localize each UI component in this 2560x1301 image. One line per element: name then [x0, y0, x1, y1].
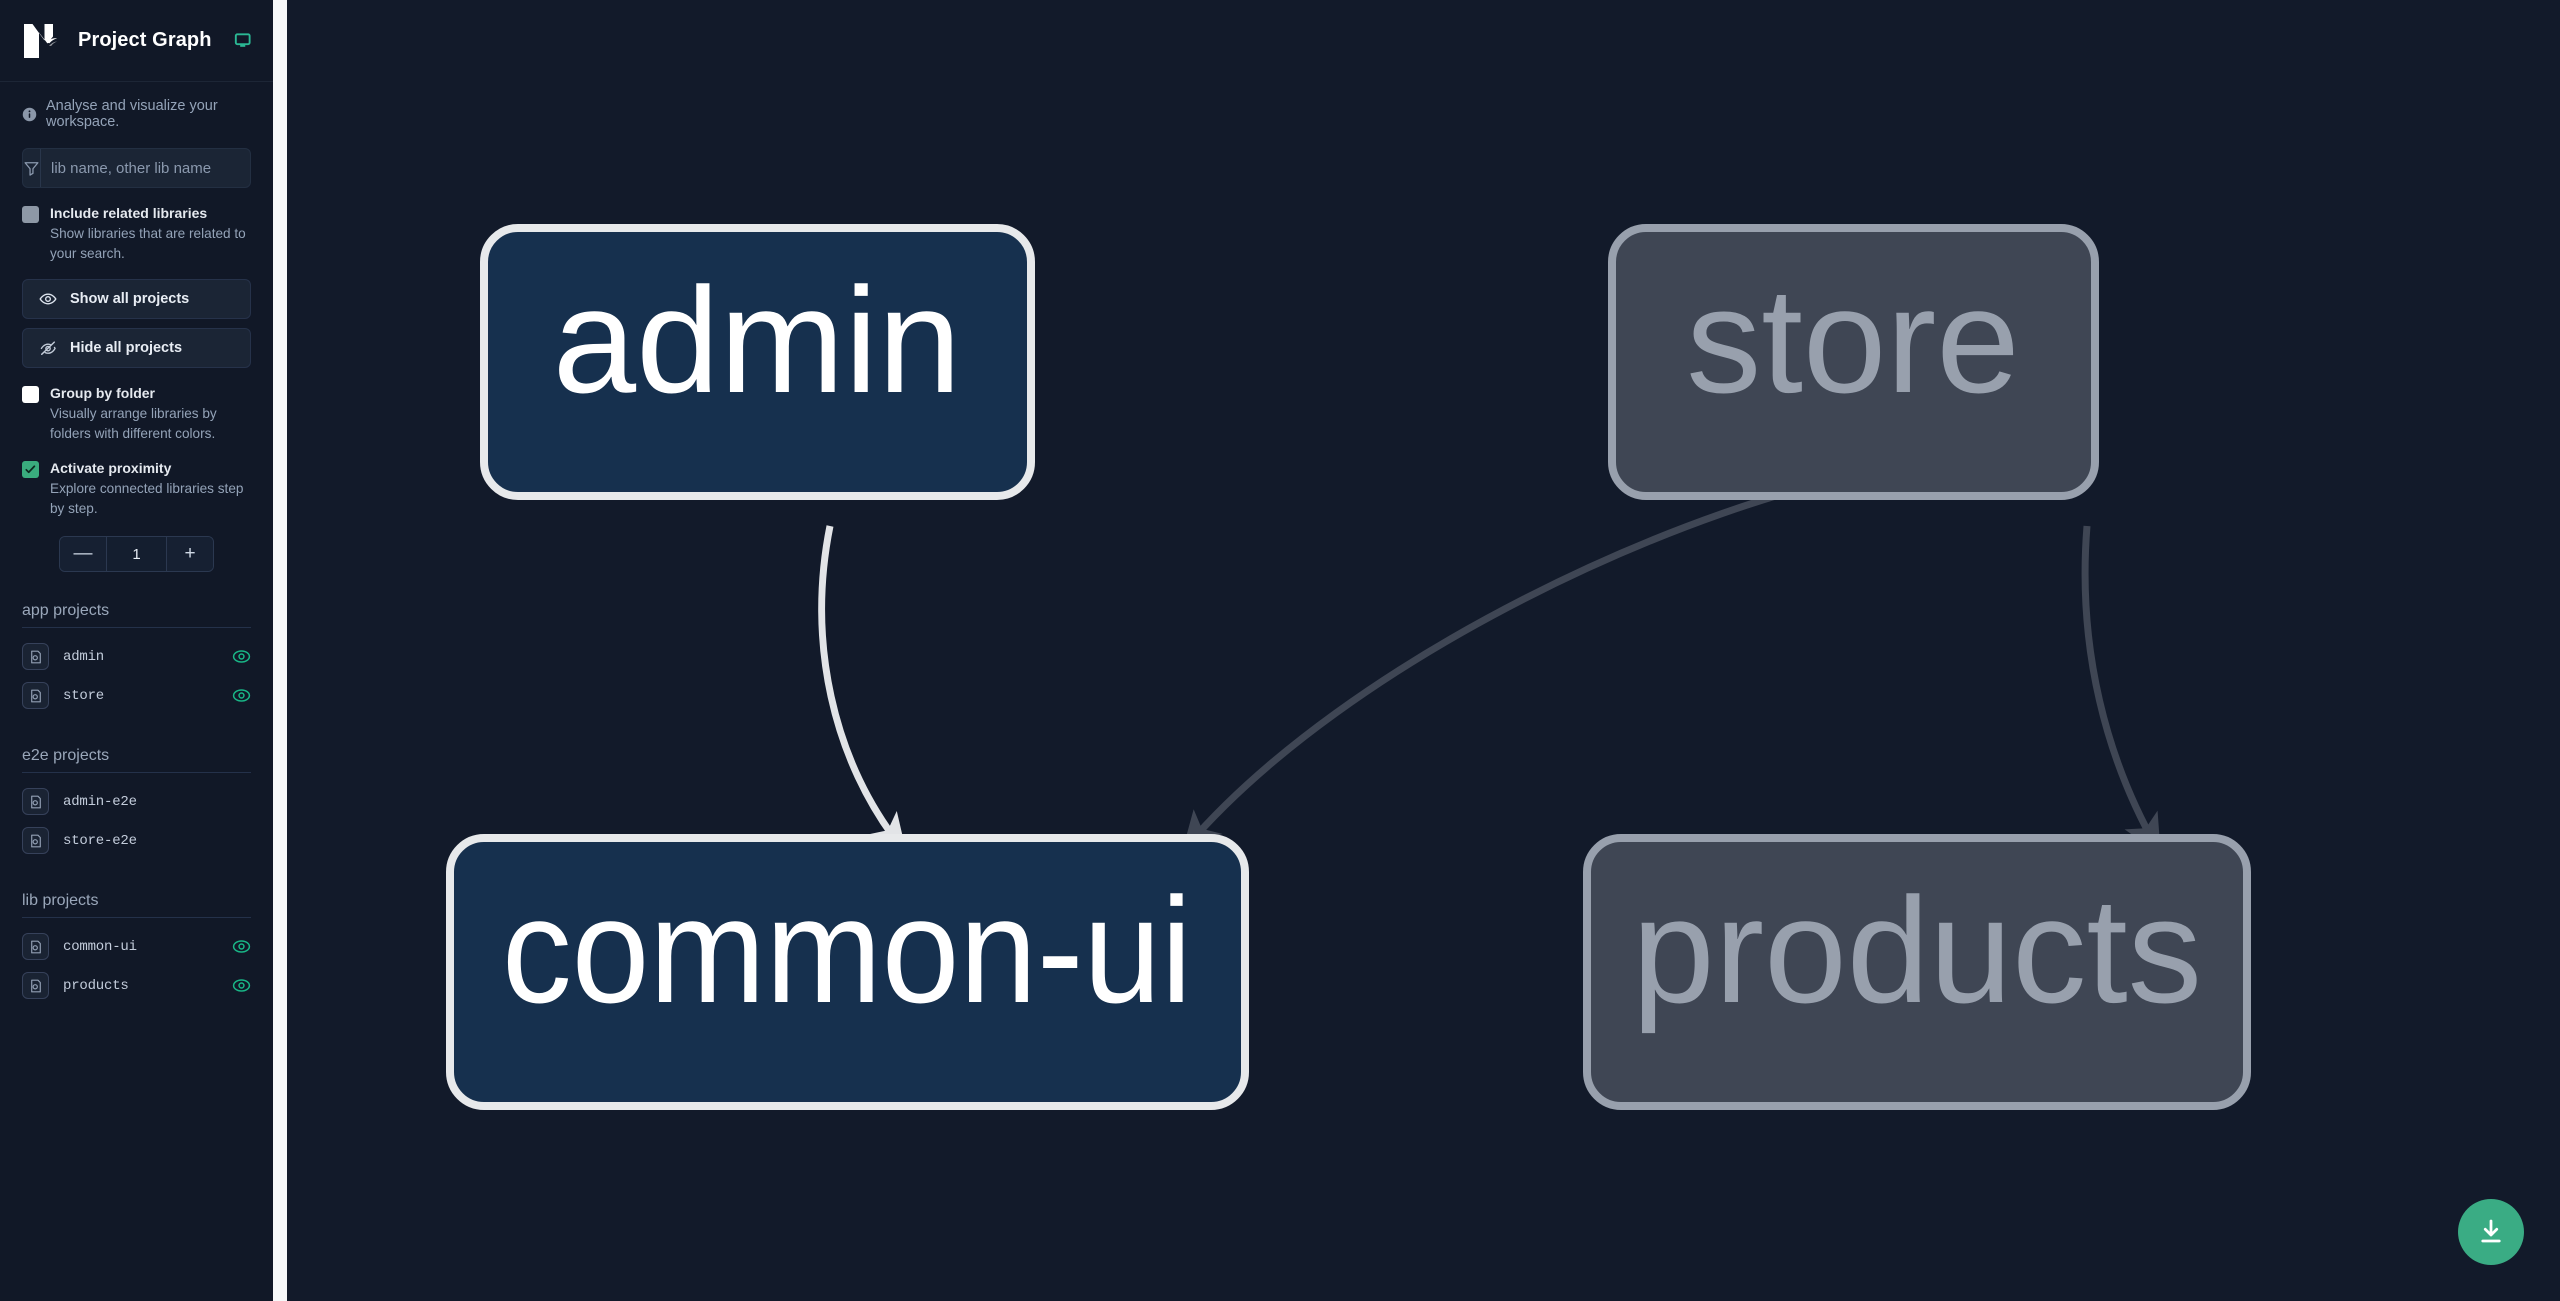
- search-row: [0, 144, 273, 188]
- download-graph-button[interactable]: [2458, 1199, 2524, 1265]
- graph-node-products[interactable]: products: [1583, 834, 2251, 1110]
- node-label: admin: [553, 256, 962, 424]
- group-by-folder-checkbox[interactable]: [22, 386, 39, 404]
- activate-proximity-label: Activate proximity: [50, 460, 172, 477]
- hide-all-projects-label: Hide all projects: [70, 340, 183, 357]
- project-list[interactable]: app projects admin: [0, 572, 273, 1301]
- project-type-icon: [22, 972, 49, 1000]
- search-input[interactable]: [41, 149, 250, 187]
- eye-off-icon: [40, 341, 56, 356]
- project-item-products[interactable]: products: [22, 966, 251, 1005]
- node-shape[interactable]: [1583, 834, 2251, 1110]
- project-type-icon: [22, 827, 49, 855]
- group-by-folder-description: Visually arrange libraries by folders wi…: [50, 406, 217, 441]
- visibility-toggle-icon[interactable]: [232, 976, 251, 995]
- info-icon: [22, 107, 37, 121]
- edge-store-to-products: [2081, 525, 2161, 855]
- edge-store-to-common-ui: [1182, 462, 1903, 852]
- visibility-toggle-icon[interactable]: [232, 647, 251, 666]
- proximity-increment-button[interactable]: +: [166, 537, 213, 572]
- node-label: products: [1632, 866, 2202, 1034]
- include-related-description: Show libraries that are related to your …: [50, 226, 246, 261]
- group-heading-lib-projects: lib projects: [22, 892, 251, 919]
- page-title: Project Graph: [78, 29, 212, 51]
- tagline-text: Analyse and visualize your workspace.: [46, 98, 218, 130]
- option-activate-proximity[interactable]: Activate proximity Explore connected lib…: [0, 443, 273, 518]
- project-name: store: [63, 687, 105, 704]
- graph-edges: [818, 462, 2161, 855]
- sidebar-resizer[interactable]: [273, 0, 287, 1301]
- proximity-value: 1: [107, 537, 166, 572]
- node-shape[interactable]: [1608, 224, 2099, 500]
- visibility-toggle-icon[interactable]: [232, 937, 251, 956]
- monitor-icon[interactable]: [234, 30, 251, 51]
- project-name: admin: [63, 648, 105, 665]
- proximity-stepper-wrap: — 1 +: [0, 518, 273, 573]
- hide-all-projects-button[interactable]: Hide all projects: [22, 328, 251, 369]
- visibility-buttons: Show all projects Hide all projects: [0, 263, 273, 369]
- graph-node-common-ui[interactable]: common-ui: [446, 834, 1249, 1110]
- sidebar: Project Graph Analyse and visualize your…: [0, 0, 273, 1301]
- project-type-icon: [22, 933, 49, 961]
- search-box[interactable]: [22, 148, 251, 188]
- project-item-admin-e2e[interactable]: admin-e2e: [22, 782, 251, 821]
- option-include-related[interactable]: Include related libraries Show libraries…: [0, 188, 273, 263]
- eye-icon: [39, 293, 57, 305]
- show-all-projects-button[interactable]: Show all projects: [22, 279, 251, 320]
- option-group-by-folder[interactable]: Group by folder Visually arrange librari…: [0, 368, 273, 443]
- project-item-store-e2e[interactable]: store-e2e: [22, 821, 251, 860]
- activate-proximity-description: Explore connected libraries step by step…: [50, 481, 244, 516]
- include-related-label: Include related libraries: [50, 205, 208, 221]
- visibility-toggle-icon[interactable]: [232, 686, 251, 705]
- node-label: common-ui: [502, 866, 1192, 1034]
- project-item-store[interactable]: store: [22, 676, 251, 715]
- project-type-icon: [22, 788, 49, 816]
- graph-canvas[interactable]: admin store common-ui products: [287, 0, 2560, 1301]
- graph-node-admin[interactable]: admin: [480, 224, 1035, 500]
- activate-proximity-checkbox[interactable]: [22, 461, 39, 479]
- project-type-icon: [22, 682, 49, 710]
- node-shape[interactable]: [480, 224, 1035, 500]
- node-shape[interactable]: [446, 834, 1249, 1110]
- check-icon: [25, 465, 36, 474]
- tagline: Analyse and visualize your workspace.: [0, 82, 273, 144]
- funnel-icon: [23, 149, 41, 187]
- nx-logo: [24, 23, 58, 58]
- project-item-admin[interactable]: admin: [22, 637, 251, 676]
- proximity-decrement-button[interactable]: —: [60, 537, 107, 572]
- node-label: store: [1686, 256, 2019, 424]
- graph-svg: admin store common-ui products: [446, 224, 2251, 1110]
- show-all-projects-label: Show all projects: [70, 291, 190, 308]
- project-name: products: [63, 977, 129, 994]
- download-icon: [2481, 1219, 2501, 1243]
- include-related-checkbox[interactable]: [22, 206, 39, 223]
- project-name: store-e2e: [63, 832, 137, 849]
- project-name: common-ui: [63, 938, 137, 955]
- graph-node-store[interactable]: store: [1608, 224, 2099, 500]
- edge-admin-to-common-ui: [818, 525, 907, 854]
- proximity-stepper: — 1 +: [59, 536, 214, 573]
- project-name: admin-e2e: [63, 793, 137, 810]
- group-heading-e2e-projects: e2e projects: [22, 747, 251, 774]
- project-type-icon: [22, 643, 49, 671]
- project-item-common-ui[interactable]: common-ui: [22, 927, 251, 966]
- group-heading-app-projects: app projects: [22, 602, 251, 629]
- group-by-folder-label: Group by folder: [50, 385, 155, 402]
- sidebar-header: Project Graph: [0, 0, 273, 82]
